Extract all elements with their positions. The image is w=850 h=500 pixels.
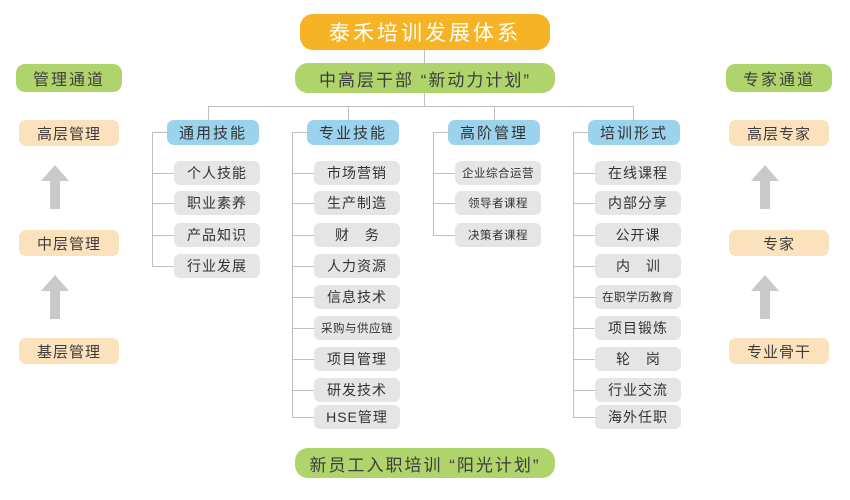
connector-drop-col-2 — [348, 106, 349, 120]
leaf-box-col-4-item-5: 在职学历教育 — [595, 285, 681, 309]
leaf-box-col-4-item-2: 内部分享 — [595, 191, 681, 215]
connector-stub-col-2-item-9 — [292, 417, 314, 418]
leaf-box-col-4-item-1: 在线课程 — [595, 161, 681, 185]
connector-stub-col-4-item-7 — [573, 359, 595, 360]
connector-drop-col-3 — [494, 106, 495, 120]
leaf-box-col-3-item-2: 领导者课程 — [455, 191, 541, 215]
column-header-4: 培训形式 — [588, 120, 680, 145]
leaf-box-col-2-item-2: 生产制造 — [314, 191, 400, 215]
up-arrow-icon-left-lower — [41, 165, 69, 209]
leaf-box-col-2-item-5: 信息技术 — [314, 285, 400, 309]
leaf-box-col-1-item-4: 行业发展 — [174, 254, 260, 278]
connector-bus-horizontal — [208, 106, 633, 107]
connector-stub-col-2-header — [292, 132, 308, 133]
column-header-2: 专业技能 — [307, 120, 399, 145]
right-ladder-header: 专家通道 — [726, 64, 832, 92]
connector-stub-col-3-item-3 — [433, 235, 455, 236]
left-ladder-level-3: 基层管理 — [19, 338, 119, 364]
leaf-box-col-2-item-4: 人力资源 — [314, 254, 400, 278]
connector-stub-col-2-item-6 — [292, 328, 314, 329]
up-arrow-icon-right-upper — [751, 275, 779, 319]
connector-stub-col-4-item-3 — [573, 235, 595, 236]
connector-stub-col-2-item-5 — [292, 297, 314, 298]
connector-subtitle-down — [424, 93, 425, 106]
connector-stub-col-1-item-2 — [152, 203, 174, 204]
right-ladder-level-2: 专家 — [729, 230, 829, 256]
leaf-box-col-4-item-7: 轮 岗 — [595, 347, 681, 371]
left-ladder-level-1: 高层管理 — [19, 120, 119, 146]
leaf-box-col-4-item-8: 行业交流 — [595, 378, 681, 402]
leaf-box-col-2-item-9: HSE管理 — [314, 405, 400, 429]
leaf-box-col-4-item-4: 内 训 — [595, 254, 681, 278]
connector-stub-col-1-header — [152, 132, 168, 133]
connector-stub-col-4-item-1 — [573, 173, 595, 174]
leaf-box-col-4-item-9: 海外任职 — [595, 405, 681, 429]
connector-stub-col-4-item-5 — [573, 297, 595, 298]
leaf-box-col-3-item-3: 决策者课程 — [455, 223, 541, 247]
leaf-box-col-2-item-8: 研发技术 — [314, 378, 400, 402]
connector-stub-col-1-item-3 — [152, 235, 174, 236]
leaf-box-col-1-item-3: 产品知识 — [174, 223, 260, 247]
leaf-box-col-2-item-1: 市场营销 — [314, 161, 400, 185]
right-ladder-level-1: 高层专家 — [729, 120, 829, 146]
column-header-3: 高阶管理 — [448, 120, 540, 145]
diagram-subtitle: 中高层干部 “新动力计划” — [295, 63, 555, 93]
diagram-footer: 新员工入职培训 “阳光计划” — [295, 448, 555, 478]
leaf-box-col-1-item-2: 职业素养 — [174, 191, 260, 215]
connector-stub-col-4-item-9 — [573, 417, 595, 418]
connector-stub-col-1-item-4 — [152, 266, 174, 267]
connector-drop-col-1 — [208, 106, 209, 120]
connector-spine-col-2 — [292, 132, 293, 417]
connector-spine-col-1 — [152, 132, 153, 266]
connector-stub-col-1-item-1 — [152, 173, 174, 174]
leaf-box-col-4-item-3: 公开课 — [595, 223, 681, 247]
connector-stub-col-2-item-7 — [292, 359, 314, 360]
leaf-box-col-2-item-7: 项目管理 — [314, 347, 400, 371]
column-header-1: 通用技能 — [167, 120, 259, 145]
connector-stub-col-3-header — [433, 132, 449, 133]
connector-stub-col-2-item-1 — [292, 173, 314, 174]
right-ladder-level-3: 专业骨干 — [729, 338, 829, 364]
left-ladder-level-2: 中层管理 — [19, 230, 119, 256]
connector-stub-col-4-item-4 — [573, 266, 595, 267]
leaf-box-col-1-item-1: 个人技能 — [174, 161, 260, 185]
connector-stub-col-4-item-8 — [573, 390, 595, 391]
leaf-box-col-4-item-6: 项目锻炼 — [595, 316, 681, 340]
connector-stub-col-3-item-2 — [433, 203, 455, 204]
leaf-box-col-3-item-1: 企业综合运营 — [455, 161, 541, 185]
connector-stub-col-2-item-4 — [292, 266, 314, 267]
connector-stub-col-4-item-6 — [573, 328, 595, 329]
connector-spine-col-4 — [573, 132, 574, 417]
connector-stub-col-2-item-8 — [292, 390, 314, 391]
connector-stub-col-4-item-2 — [573, 203, 595, 204]
up-arrow-icon-right-lower — [751, 165, 779, 209]
connector-stub-col-2-item-2 — [292, 203, 314, 204]
up-arrow-icon-left-upper — [41, 275, 69, 319]
connector-stub-col-4-header — [573, 132, 589, 133]
connector-title-to-subtitle — [424, 50, 425, 63]
diagram-title: 泰禾培训发展体系 — [300, 14, 550, 50]
connector-spine-col-3 — [433, 132, 434, 235]
left-ladder-header: 管理通道 — [16, 64, 122, 92]
connector-stub-col-3-item-1 — [433, 173, 455, 174]
leaf-box-col-2-item-6: 采购与供应链 — [314, 316, 400, 340]
leaf-box-col-2-item-3: 财 务 — [314, 223, 400, 247]
connector-drop-col-4 — [633, 106, 634, 120]
connector-stub-col-2-item-3 — [292, 235, 314, 236]
